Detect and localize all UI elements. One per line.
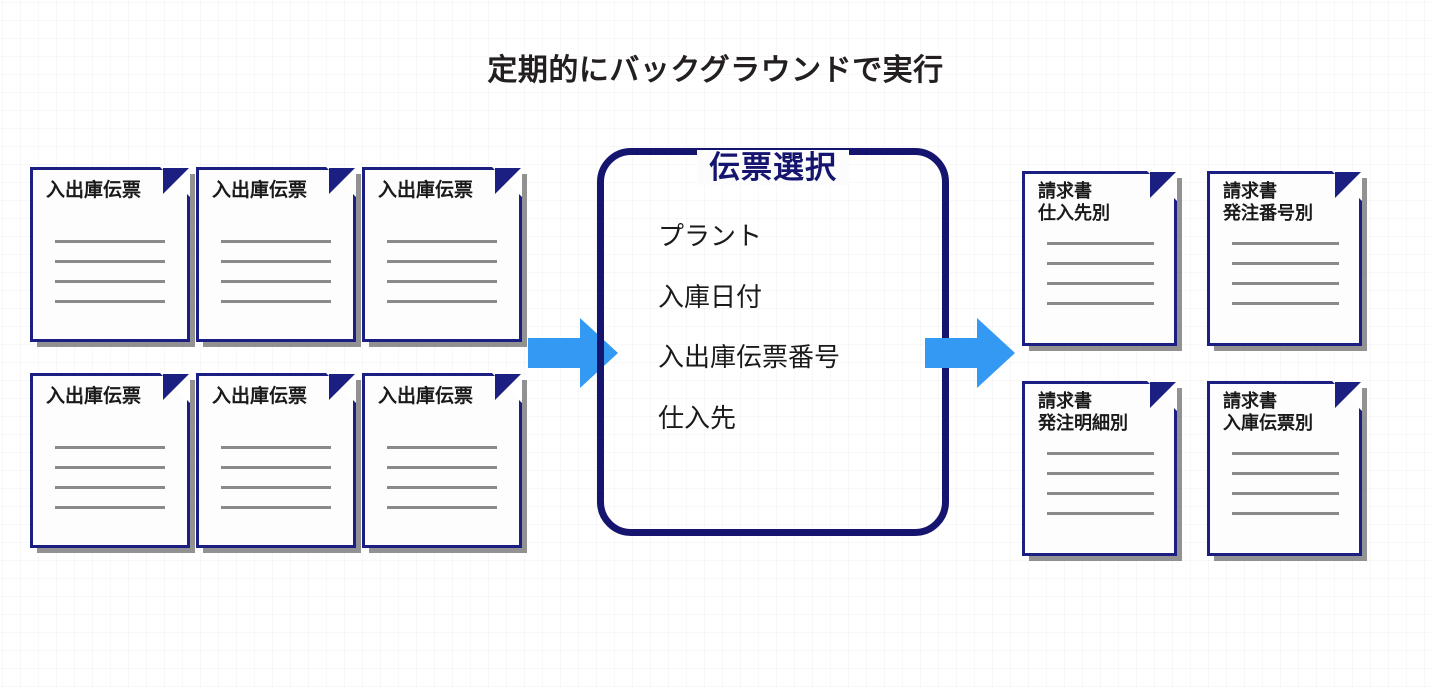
output-document-card: 請求書 発注番号別 (1207, 171, 1362, 346)
rule-line (1232, 492, 1339, 495)
document-title: 入出庫伝票 (212, 180, 308, 201)
rule-line (1047, 492, 1154, 495)
document-rule-lines (221, 240, 331, 320)
rule-line (55, 280, 165, 283)
rule-line (1047, 472, 1154, 475)
rule-line (221, 300, 331, 303)
document-title: 入出庫伝票 (46, 180, 142, 201)
document-rule-lines (55, 446, 165, 526)
document-rule-lines (1047, 452, 1154, 532)
rule-line (387, 466, 497, 469)
rule-line (1232, 282, 1339, 285)
rule-line (221, 466, 331, 469)
input-document-card: 入出庫伝票 (362, 167, 522, 342)
criteria-item: 入庫日付 (658, 281, 763, 312)
document-rule-lines (1047, 242, 1154, 322)
rule-line (387, 506, 497, 509)
output-document-card: 請求書 発注明細別 (1022, 381, 1177, 556)
rule-line (55, 240, 165, 243)
rule-line (221, 446, 331, 449)
arrow-selection-to-output (925, 318, 1015, 388)
document-title: 入出庫伝票 (378, 386, 474, 407)
rule-line (221, 280, 331, 283)
input-document-card: 入出庫伝票 (362, 373, 522, 548)
document-title: 入出庫伝票 (378, 180, 474, 201)
page-fold-triangle-icon (163, 374, 189, 400)
selection-box-title-text: 伝票選択 (697, 150, 849, 185)
page-fold-triangle-icon (329, 168, 355, 194)
page-fold-triangle-icon (495, 168, 521, 194)
document-title: 請求書 仕入先別 (1038, 181, 1110, 223)
rule-line (387, 300, 497, 303)
document-title: 入出庫伝票 (212, 386, 308, 407)
document-title: 請求書 発注番号別 (1223, 181, 1313, 223)
page-fold-triangle-icon (1335, 172, 1361, 198)
input-document-card: 入出庫伝票 (196, 373, 356, 548)
rule-line (387, 260, 497, 263)
rule-line (1047, 242, 1154, 245)
input-document-card: 入出庫伝票 (30, 373, 190, 548)
document-rule-lines (221, 446, 331, 526)
rule-line (55, 506, 165, 509)
criteria-item: 仕入先 (658, 402, 737, 433)
rule-line (387, 486, 497, 489)
page-fold-triangle-icon (1335, 382, 1361, 408)
output-document-card: 請求書 仕入先別 (1022, 171, 1177, 346)
diagram-title: 定期的にバックグラウンドで実行 (487, 54, 944, 87)
rule-line (221, 486, 331, 489)
rule-line (1232, 302, 1339, 305)
page-fold-triangle-icon (495, 374, 521, 400)
rule-line (1047, 282, 1154, 285)
page-fold-triangle-icon (163, 168, 189, 194)
selection-criteria-list: プラント 入庫日付 入出庫伝票番号 仕入先 (658, 222, 948, 464)
rule-line (55, 466, 165, 469)
rule-line (1232, 512, 1339, 515)
rule-line (387, 280, 497, 283)
rule-line (1047, 452, 1154, 455)
rule-line (55, 486, 165, 489)
document-rule-lines (387, 240, 497, 320)
rule-line (1047, 512, 1154, 515)
rule-line (387, 446, 497, 449)
rule-line (387, 240, 497, 243)
rule-line (55, 300, 165, 303)
document-title: 入出庫伝票 (46, 386, 142, 407)
rule-line (1232, 472, 1339, 475)
rule-line (221, 260, 331, 263)
criteria-item: プラント (658, 221, 763, 251)
rule-line (55, 260, 165, 263)
output-document-card: 請求書 入庫伝票別 (1207, 381, 1362, 556)
selection-box-title: 伝票選択 (597, 142, 949, 187)
document-rule-lines (1232, 452, 1339, 532)
document-title: 請求書 発注明細別 (1038, 391, 1128, 433)
rule-line (221, 240, 331, 243)
rule-line (1232, 452, 1339, 455)
rule-line (1232, 242, 1339, 245)
document-rule-lines (387, 446, 497, 526)
rule-line (1232, 262, 1339, 265)
rule-line (221, 506, 331, 509)
rule-line (1047, 302, 1154, 305)
rule-line (55, 446, 165, 449)
document-rule-lines (1232, 242, 1339, 322)
input-document-card: 入出庫伝票 (30, 167, 190, 342)
document-rule-lines (55, 240, 165, 320)
page-fold-triangle-icon (329, 374, 355, 400)
criteria-item: 入出庫伝票番号 (658, 342, 841, 373)
page-fold-triangle-icon (1150, 382, 1176, 408)
document-title: 請求書 入庫伝票別 (1223, 391, 1313, 433)
arrow-input-to-selection (528, 318, 618, 388)
rule-line (1047, 262, 1154, 265)
page-fold-triangle-icon (1150, 172, 1176, 198)
input-document-card: 入出庫伝票 (196, 167, 356, 342)
